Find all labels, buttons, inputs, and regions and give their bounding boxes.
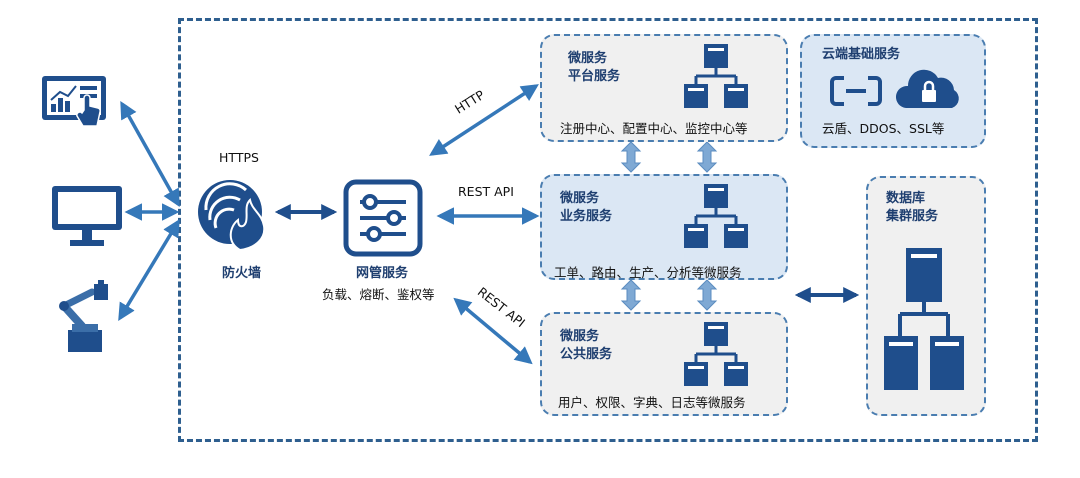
cloud-desc: 云盾、DDOS、SSL等 — [822, 121, 945, 136]
database-server-icon — [884, 248, 964, 390]
gateway-desc: 负载、熔断、鉴权等 — [322, 287, 435, 302]
gateway-sliders-icon — [343, 179, 423, 257]
tablet-chart-icon — [42, 76, 106, 127]
platform-desc: 注册中心、配置中心、监控中心等 — [560, 121, 748, 136]
platform-title-2: 平台服务 — [568, 69, 621, 84]
server-hierarchy-icon — [684, 322, 748, 386]
gateway-title: 网管服务 — [356, 266, 409, 281]
business-title-1: 微服务 — [560, 191, 600, 206]
business-service-box — [540, 174, 788, 280]
rest-api-label-business: REST API — [458, 184, 514, 199]
common-desc: 用户、权限、字典、日志等微服务 — [558, 395, 746, 410]
server-hierarchy-icon — [684, 184, 748, 248]
database-title-2: 集群服务 — [886, 209, 939, 224]
cloud-lock-icon — [895, 69, 959, 108]
business-desc: 工单、路由、生产、分析等微服务 — [554, 265, 742, 280]
firewall-icon — [198, 180, 266, 252]
common-title-1: 微服务 — [560, 329, 600, 344]
business-title-2: 业务服务 — [560, 209, 613, 224]
https-label: HTTPS — [219, 150, 259, 165]
server-hierarchy-icon — [684, 44, 748, 108]
robot-arm-icon — [59, 280, 108, 352]
common-title-2: 公共服务 — [560, 347, 613, 362]
shield-link-icon — [830, 76, 882, 106]
firewall-label: 防火墙 — [222, 266, 262, 281]
platform-title-1: 微服务 — [568, 51, 608, 66]
cloud-title: 云端基础服务 — [822, 47, 901, 62]
database-title-1: 数据库 — [886, 191, 926, 206]
monitor-icon — [52, 186, 122, 246]
